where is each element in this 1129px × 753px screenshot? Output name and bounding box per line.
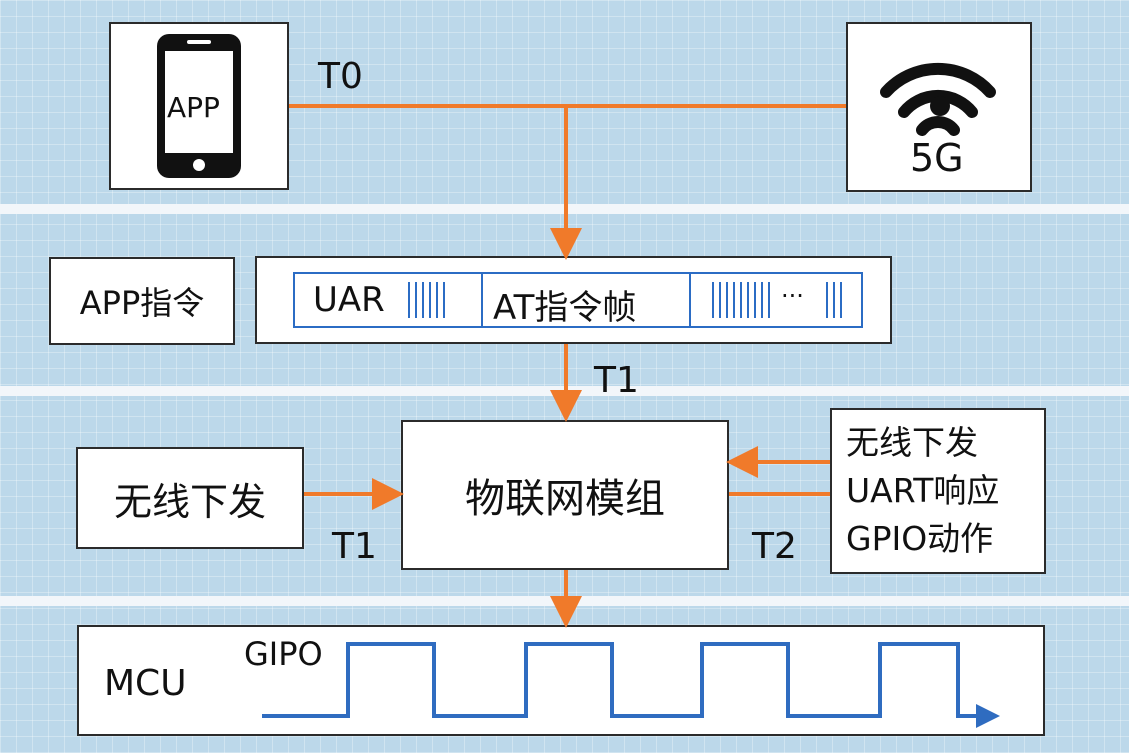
- network-5g-box: 5G: [846, 22, 1032, 192]
- mcu-label: MCU: [104, 663, 187, 704]
- t2-label: T2: [752, 526, 797, 567]
- response-line-1: 无线下发: [846, 423, 978, 462]
- wireless-downlink-label: 无线下发: [113, 479, 266, 524]
- network-label: 5G: [910, 136, 964, 180]
- app-command-box: APP指令: [49, 257, 235, 345]
- frame-bits-1: [408, 282, 445, 318]
- wifi-icon: [880, 62, 996, 136]
- t0-label: T0: [318, 56, 363, 97]
- app-label: APP: [167, 91, 220, 124]
- frame-segment-at: AT指令帧: [483, 274, 691, 328]
- gpio-signal-label: GIPO: [244, 635, 323, 673]
- frame-segment-uart: UAR: [295, 274, 483, 326]
- response-box: 无线下发 UART响应 GPIO动作: [830, 408, 1046, 574]
- response-line-2: UART响应: [846, 471, 1000, 510]
- frame-uart-label: UAR: [313, 280, 385, 320]
- frame-ellipsis: ···: [781, 282, 804, 310]
- smartphone-icon: [157, 34, 241, 178]
- t1-top-label: T1: [594, 360, 639, 401]
- app-phone-box: APP: [109, 22, 289, 190]
- frame-segment-data: ···: [691, 274, 861, 326]
- wireless-downlink-box: 无线下发: [76, 447, 304, 549]
- app-command-label: APP指令: [79, 284, 205, 322]
- iot-module-label: 物联网模组: [465, 476, 665, 522]
- frame-bits-2: [712, 282, 842, 318]
- response-line-3: GPIO动作: [846, 519, 994, 558]
- t1-left-label: T1: [332, 526, 377, 567]
- gpio-waveform: [262, 642, 1000, 728]
- at-frame: UAR AT指令帧 ···: [293, 272, 863, 328]
- frame-at-label: AT指令帧: [493, 288, 637, 328]
